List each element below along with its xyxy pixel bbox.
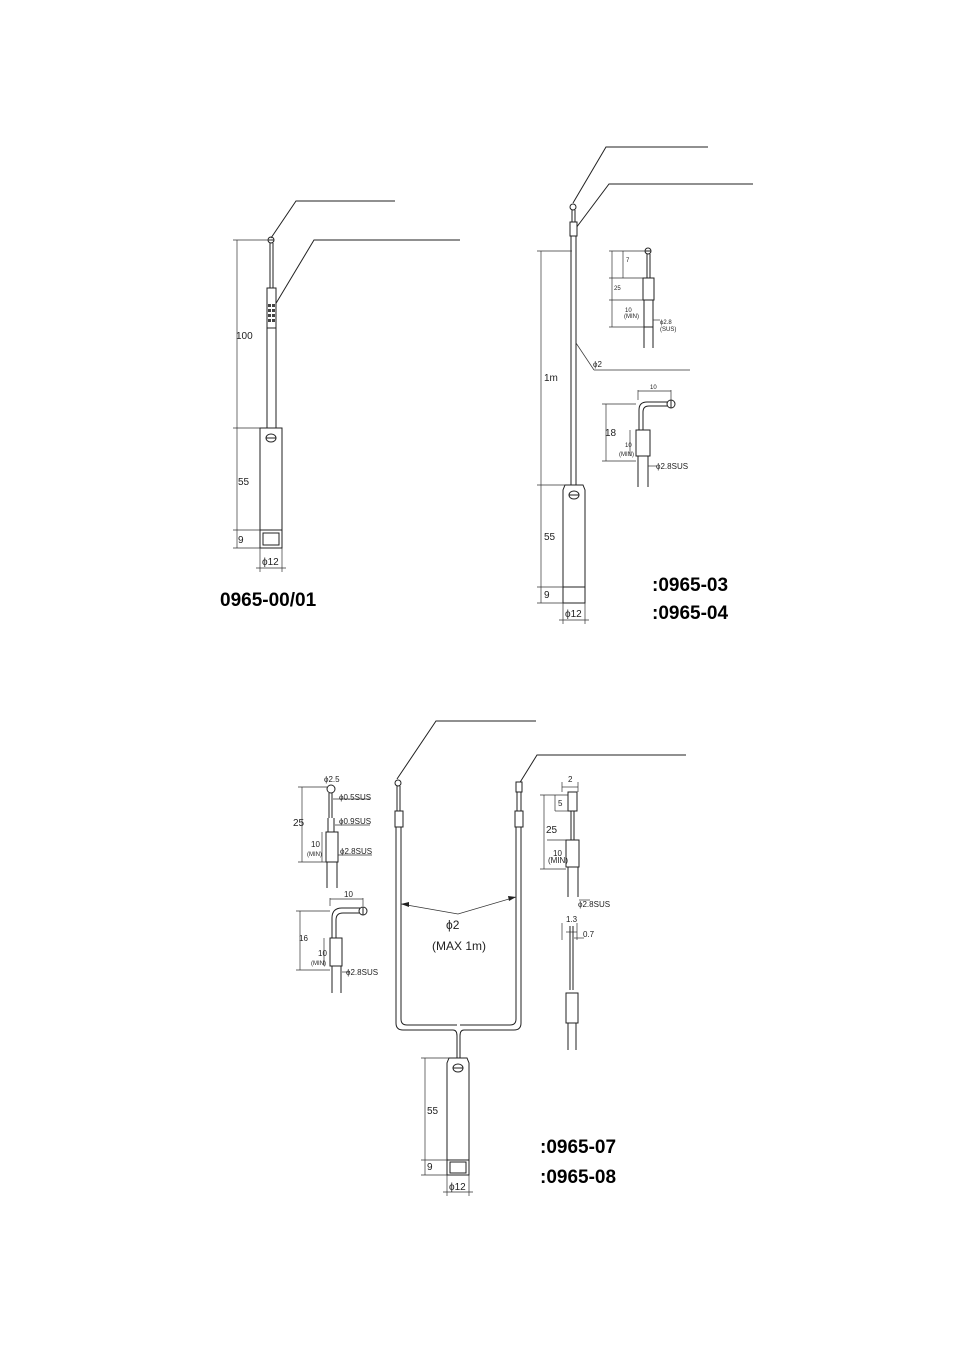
dim-cap: 9 bbox=[544, 590, 550, 601]
tip-right bbox=[516, 782, 522, 792]
probe-shaft bbox=[267, 328, 276, 428]
dim-5: 5 bbox=[558, 799, 563, 808]
dim-min: (MIN) bbox=[624, 314, 639, 320]
leader-line bbox=[573, 147, 708, 203]
leader-line bbox=[576, 184, 753, 228]
model-number-b: :0965-04 bbox=[652, 603, 728, 624]
dim-min: (MIN) bbox=[619, 452, 634, 458]
dim-18: 18 bbox=[605, 428, 617, 439]
dim-1-3: 1.3 bbox=[566, 915, 578, 924]
dim-min: (MIN) bbox=[548, 856, 568, 865]
dim-10: 10 bbox=[311, 840, 320, 849]
probe-drawing-0965-03-04: ϕ2 1m 55 9 ϕ12 bbox=[537, 147, 753, 624]
probe-drawing-0965-07-08: ϕ2 (MAX 1m) 55 9 ϕ12 ϕ2.5 bbox=[293, 721, 686, 1196]
detail-bent-tip: 10 18 10 (MIN) ϕ2.8SUS bbox=[602, 385, 688, 487]
dim-sus: ϕ2.8SUS bbox=[346, 968, 378, 977]
leader-line bbox=[397, 721, 536, 779]
dim-handle: 55 bbox=[544, 532, 556, 543]
dim-sus: ϕ2.8SUS bbox=[578, 900, 610, 909]
dim-10: 10 bbox=[650, 385, 657, 391]
dim-0-7: 0.7 bbox=[583, 930, 595, 939]
dim-wire1: ϕ0.5SUS bbox=[339, 793, 371, 802]
detail-straight-tip: 7 25 10 (MIN) ϕ2.8 (SUS) bbox=[609, 248, 676, 348]
model-number-b: :0965-08 bbox=[540, 1167, 616, 1188]
dim-10v: 10 bbox=[318, 949, 327, 958]
leader-line bbox=[519, 755, 686, 784]
dim-cable: ϕ2 bbox=[593, 360, 602, 369]
dim-sus: ϕ2.8 bbox=[660, 320, 672, 326]
dim-sus: ϕ2.8SUS bbox=[656, 462, 688, 471]
tip-ball bbox=[570, 204, 576, 210]
dim-length: 1m bbox=[544, 373, 558, 384]
dim-25: 25 bbox=[293, 818, 305, 829]
dim-sus: ϕ2.8SUS bbox=[340, 847, 372, 856]
dim-diameter: ϕ12 bbox=[565, 609, 582, 620]
dim-25: 25 bbox=[614, 286, 621, 292]
model-number-a: :0965-03 bbox=[652, 575, 728, 596]
dim-25: 25 bbox=[546, 825, 558, 836]
dim-cap: 9 bbox=[238, 535, 244, 546]
probe-cap bbox=[563, 587, 585, 603]
dim-diameter: ϕ12 bbox=[449, 1182, 466, 1193]
dim-handle: 55 bbox=[427, 1106, 439, 1117]
leader-line bbox=[275, 240, 460, 305]
sensor-section bbox=[570, 222, 577, 236]
dim-2: 2 bbox=[568, 775, 573, 784]
tip-ball-left bbox=[395, 780, 401, 786]
probe-drawing-0965-00-01: 100 55 9 ϕ12 0965-00/01 bbox=[220, 201, 460, 611]
dim-diameter: ϕ12 bbox=[262, 557, 279, 568]
detail-left-bent: 10 16 10 (MIN) ϕ2.8SUS bbox=[296, 890, 378, 993]
model-number-a: :0965-07 bbox=[540, 1137, 616, 1158]
dim-wire2: ϕ0.9SUS bbox=[339, 817, 371, 826]
probe-handle bbox=[563, 485, 585, 587]
dim-handle: 55 bbox=[238, 477, 250, 488]
dim-length: 100 bbox=[236, 331, 253, 342]
probe-handle bbox=[447, 1058, 469, 1160]
detail-right-sensor: 2 5 25 10 (MIN) ϕ2.8SUS 1.3 bbox=[540, 775, 610, 1050]
cable-diameter: ϕ2 bbox=[446, 918, 460, 932]
dim-min: (MIN) bbox=[311, 961, 326, 967]
dim-16: 16 bbox=[299, 934, 308, 943]
cable-max-length: (MAX 1m) bbox=[432, 939, 486, 953]
dim-sus-sub: (SUS) bbox=[660, 327, 676, 333]
detail-left-straight: ϕ2.5 25 ϕ0.5SUS ϕ0.9SUS 10 (MIN) ϕ2.8SUS bbox=[293, 775, 372, 888]
dim-10: 10 bbox=[344, 890, 353, 899]
dim-cap: 9 bbox=[427, 1162, 433, 1173]
probe-handle bbox=[260, 428, 282, 530]
dim-min: (MIN) bbox=[307, 852, 322, 858]
dim-10v: 10 bbox=[625, 443, 632, 449]
dim-7: 7 bbox=[626, 258, 630, 264]
dim-ball: ϕ2.5 bbox=[324, 775, 340, 784]
leader-line bbox=[271, 201, 395, 238]
model-number: 0965-00/01 bbox=[220, 590, 317, 611]
